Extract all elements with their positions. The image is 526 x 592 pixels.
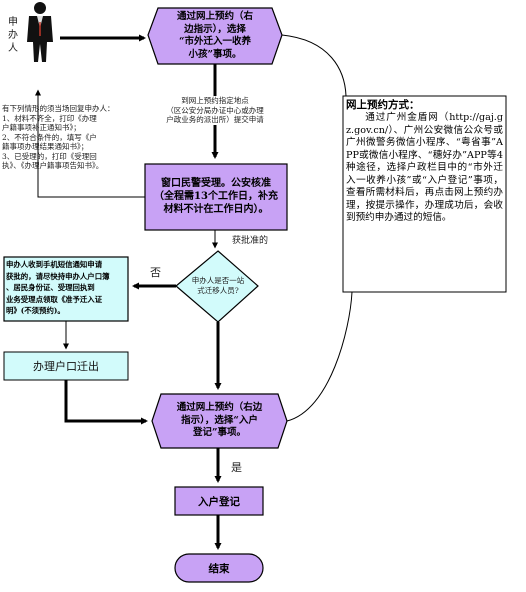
step3-text: 通过网上预约（右边 指示），选择“入户 登记”事项。 [176,402,263,438]
side-panel-title: 网上预约方式： [346,99,420,111]
yes-label: 是 [231,461,242,474]
notice-text: 申办人收到手机短信通知申请 获批的，请尽快持申办人户口簿 、居民身份证、受理回执… [6,260,110,315]
step1-shape [147,7,283,65]
decision-text: 申办人是否一站 式迁移人员? [191,276,245,295]
end-shape [174,553,264,583]
register-text: 入户登记 [198,496,240,508]
step3-shape [151,393,288,449]
side-panel-shape [342,95,507,293]
step1-text: 通过网上预约（右 边指示），选择 “市外迁入一收养 小孩”事项。 [176,11,253,60]
step2-shape [144,163,288,231]
no-label: 否 [150,266,161,279]
person-icon [27,2,53,62]
step1-note: 到网上预约指定地点 （区公安分局办证中心或办理 户政业务的派出所）提交申请 [140,96,290,125]
applicant-label: 申 办 人 [8,17,18,54]
notice-shape [3,256,129,322]
hukou-out-text: 办理户口迁出 [33,360,99,373]
side-panel: 网上预约方式： 通过广州金盾网（http://gaj.gz.gov.cn/）、广… [346,99,503,225]
feedback-note: 有下列情形的须当场回复申办人： 1、材料不齐全，打印《办理 户籍事项补正通知书》… [2,104,115,170]
approved-label: 获批准的 [232,236,269,246]
side-panel-body: 通过广州金盾网（http://gaj.gz.gov.cn/）、广州公安微信公众号… [346,112,503,223]
end-text: 结束 [208,563,230,575]
step2-text: 窗口民警受理。公安核准 （全程需13个工作日，补充 材料不计在工作日内）。 [154,178,278,215]
